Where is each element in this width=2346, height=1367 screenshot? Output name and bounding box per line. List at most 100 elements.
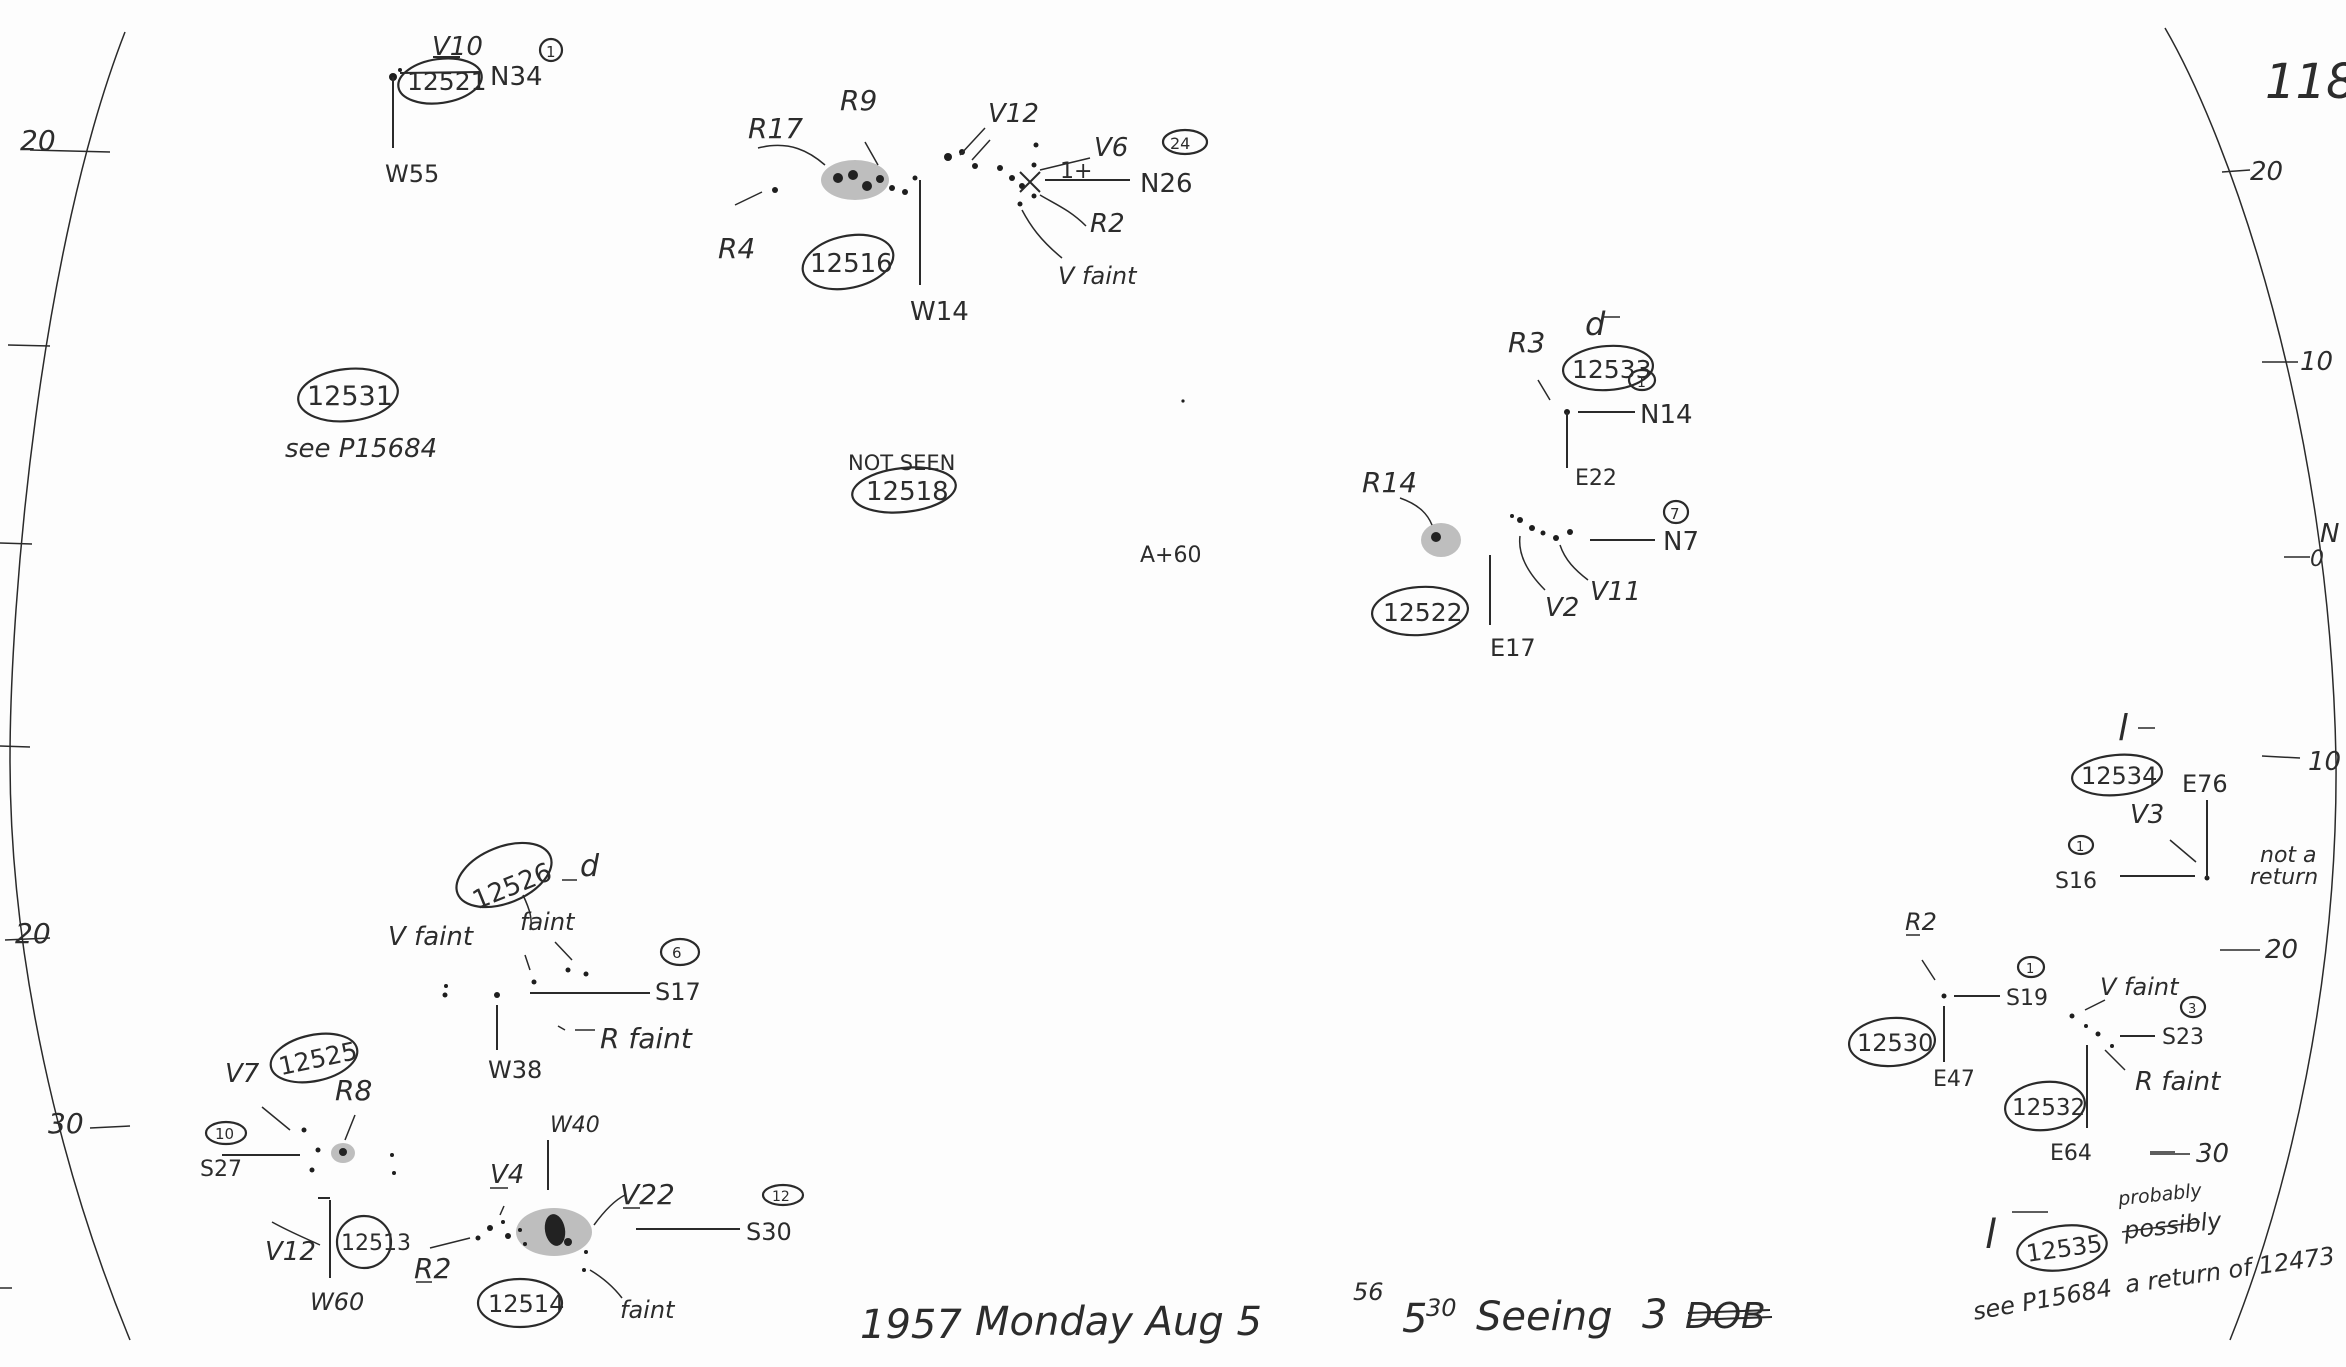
group-12533: R3 d N14 E22 1 12533 bbox=[1508, 305, 1693, 491]
group-id: 12516 bbox=[810, 249, 893, 279]
label-r2: R2 bbox=[1090, 209, 1125, 239]
group-12535: l 12535 see P15684 probably possibly a r… bbox=[1971, 1180, 2337, 1326]
mark-l: l bbox=[1985, 1212, 1996, 1258]
strike-line bbox=[2121, 1221, 2201, 1233]
footer-strike bbox=[1687, 1309, 1773, 1321]
label-s19: S19 bbox=[2006, 986, 2048, 1011]
note-see: see P15684 bbox=[1971, 1274, 2114, 1326]
label-e17: E17 bbox=[1490, 634, 1536, 662]
label-v22: V22 bbox=[620, 1178, 675, 1211]
circ-number: 1 bbox=[2026, 962, 2034, 977]
page-number: 118 bbox=[2265, 54, 2346, 110]
group-12531: 12531 see P15684 bbox=[285, 367, 437, 464]
note-not-a: not a bbox=[2260, 843, 2317, 868]
footer-text: Monday Aug 5 bbox=[975, 1299, 1262, 1345]
label-r8: R8 bbox=[335, 1074, 372, 1107]
label-e22: E22 bbox=[1575, 466, 1617, 491]
group-12516: R17 R9 R4 V12 V6 N26 R2 V faint W14 1+ 2… bbox=[718, 84, 1209, 327]
footer-seeing-label: Seeing bbox=[1476, 1294, 1612, 1340]
label-r2: R2 bbox=[414, 1252, 451, 1285]
footer-time: 5 bbox=[1402, 1296, 1427, 1342]
group-id: 12533 bbox=[1572, 355, 1652, 384]
group-12514: W40 V4 V22 S30 R2 faint 12 12514 bbox=[414, 1113, 805, 1329]
group-12513: V12 W60 12513 bbox=[265, 1200, 411, 1316]
label-s27: S27 bbox=[200, 1157, 242, 1182]
label-vfaint: V faint bbox=[388, 922, 474, 952]
mark-l: l bbox=[2118, 708, 2128, 749]
label-v12: V12 bbox=[988, 99, 1039, 129]
label-w38: W38 bbox=[488, 1056, 542, 1084]
circ-number: 1 bbox=[546, 43, 556, 61]
label-n34: N34 bbox=[490, 62, 543, 92]
circ-number: 1 bbox=[2076, 840, 2084, 855]
label-v3: V3 bbox=[2130, 800, 2164, 830]
circ-number: 12 bbox=[772, 1189, 790, 1205]
note-return-of: a return of 12473 bbox=[2123, 1242, 2336, 1299]
label-rfaint: R faint bbox=[600, 1022, 693, 1055]
label-s30: S30 bbox=[746, 1218, 792, 1246]
circ-number: 10 bbox=[215, 1125, 234, 1143]
group-12532: V faint S23 R faint E64 3 12532 bbox=[2004, 973, 2221, 1166]
group-id: 12532 bbox=[2012, 1095, 2085, 1121]
label-e47: E47 bbox=[1933, 1067, 1975, 1092]
circ-number: 24 bbox=[1170, 134, 1190, 153]
label-r17: R17 bbox=[748, 112, 803, 145]
label-v12: V12 bbox=[265, 1237, 316, 1267]
note-see: see P15684 bbox=[285, 434, 437, 464]
group-id: 12531 bbox=[307, 381, 393, 412]
group-12525: V7 R8 S27 10 12525 bbox=[200, 1032, 396, 1199]
footer-seeing-value: 3 bbox=[1642, 1292, 1667, 1338]
group-12521: V10 N34 W55 1 12521 bbox=[385, 32, 564, 188]
right-ticks: 20 10 N 0 10 20 30 bbox=[2150, 157, 2341, 1169]
mark-d: d bbox=[1585, 305, 1606, 343]
group-12534: l E76 V3 S16 1 12534 not a return bbox=[2055, 708, 2318, 894]
label-faint: faint bbox=[520, 908, 576, 936]
label-n26: N26 bbox=[1140, 169, 1193, 199]
group-id: 12513 bbox=[341, 1231, 411, 1256]
footer-year: 1957 bbox=[860, 1302, 962, 1348]
group-id: 12514 bbox=[488, 1290, 564, 1318]
label-w14: W14 bbox=[910, 297, 969, 327]
tick-label-right-4: 20 bbox=[2265, 935, 2298, 965]
tick-label-left-mid: 20 bbox=[15, 917, 51, 950]
tick-label-left-top: 20 bbox=[20, 124, 56, 157]
left-ticks: 20 20 30 bbox=[0, 124, 131, 1289]
tick-label-right-2: 10 bbox=[2300, 347, 2333, 377]
label-v7: V7 bbox=[225, 1059, 260, 1089]
label-r3: R3 bbox=[1508, 326, 1545, 359]
label-n14: N14 bbox=[1640, 400, 1693, 430]
group-id: 12534 bbox=[2081, 762, 2157, 790]
mark-plus: 1+ bbox=[1060, 159, 1092, 184]
label-v10: V10 bbox=[432, 32, 483, 62]
tick-label-right-0: 0 bbox=[2310, 547, 2324, 572]
label-r4: R4 bbox=[718, 232, 755, 265]
group-12530: R2 S19 E47 1 12530 bbox=[1847, 908, 2048, 1092]
group-12522: R14 N7 V2 V11 E17 7 12522 bbox=[1362, 466, 1699, 662]
group-id: 12530 bbox=[1857, 1029, 1933, 1057]
tick-label-right-5: 30 bbox=[2196, 1139, 2229, 1169]
label-s23: S23 bbox=[2162, 1025, 2204, 1050]
label-n7: N7 bbox=[1663, 527, 1699, 557]
group-id: 12518 bbox=[866, 477, 949, 507]
group-id: 12521 bbox=[407, 67, 487, 96]
label-r14: R14 bbox=[1362, 466, 1417, 499]
group-id: 12522 bbox=[1383, 598, 1463, 627]
tick-label-right-1: 20 bbox=[2250, 157, 2283, 187]
circ-number: 1 bbox=[1637, 375, 1646, 391]
note-probably: probably bbox=[2116, 1180, 2203, 1211]
footer-struck: DOB bbox=[1685, 1296, 1766, 1337]
label-rfaint: R faint bbox=[2135, 1067, 2221, 1097]
footer-time2-sup: 30 bbox=[1426, 1294, 1457, 1322]
tick-label-left-bottom: 30 bbox=[48, 1107, 84, 1140]
tick-label-right-3: 10 bbox=[2308, 747, 2341, 777]
circ-number: 6 bbox=[672, 944, 682, 962]
label-v6: V6 bbox=[1094, 133, 1128, 163]
label-e76: E76 bbox=[2182, 770, 2228, 798]
label-s17: S17 bbox=[655, 978, 701, 1006]
label-v11: V11 bbox=[1590, 577, 1641, 607]
label-vfaint: V faint bbox=[1058, 262, 1138, 290]
disk-limb-left bbox=[9, 31, 131, 1341]
note-return: return bbox=[2250, 865, 2318, 890]
